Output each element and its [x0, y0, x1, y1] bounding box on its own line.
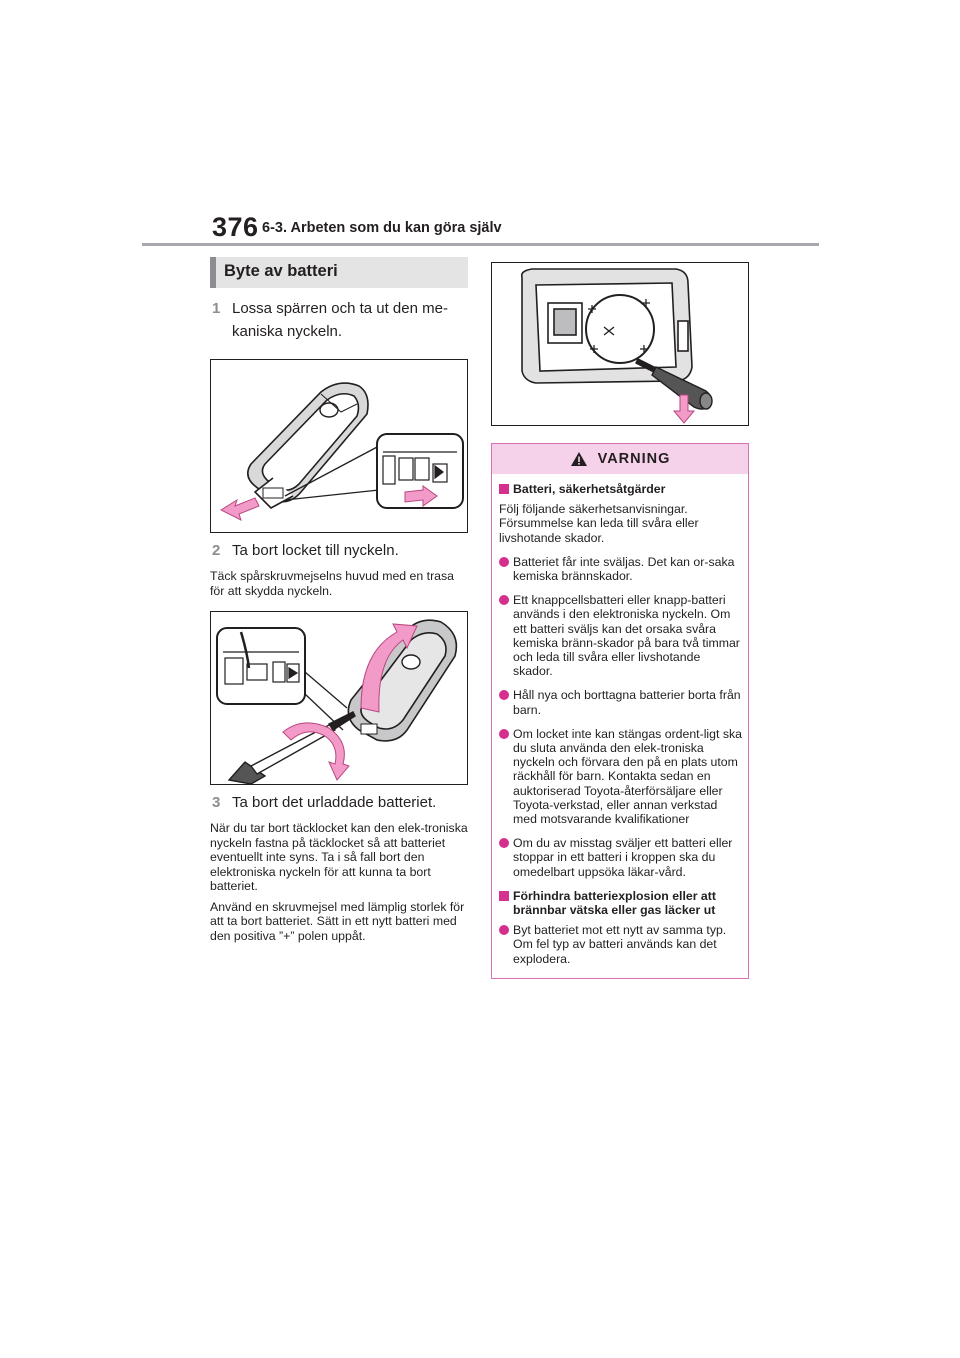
square-bullet-icon	[499, 890, 509, 901]
warning-subheading-1-text: Batteri, säkerhetsåtgärder	[513, 482, 666, 496]
left-column: Byte av batteri 1 Lossa spärren och ta u…	[210, 257, 468, 943]
warning-bullet-text: Ett knappcellsbatteri eller knapp-batter…	[513, 593, 740, 679]
step-2: 2 Ta bort locket till nyckeln.	[210, 539, 468, 562]
right-column: VARNING Batteri, säkerhetsåtgärder Följ …	[491, 262, 749, 979]
warning-bullet: Byt batteriet mot ett nytt av samma typ.…	[499, 923, 742, 966]
warning-bullet-text: Om du av misstag sväljer ett batteri ell…	[513, 836, 733, 879]
step-1-text: Lossa spärren och ta ut den me-kaniska n…	[232, 300, 448, 340]
warning-bullet: Om locket inte kan stängas ordent-ligt s…	[499, 727, 742, 826]
warning-bullet-text: Om locket inte kan stängas ordent-ligt s…	[513, 726, 742, 827]
warning-subheading-2: Förhindra batteriexplosion eller att brä…	[499, 889, 742, 917]
round-bullet-icon	[499, 925, 509, 936]
warning-bullet: Håll nya och borttagna batterier borta f…	[499, 688, 742, 717]
header-divider	[142, 243, 819, 246]
warning-bullet-text: Håll nya och borttagna batterier borta f…	[513, 688, 741, 717]
step-3-number: 3	[212, 794, 221, 811]
round-bullet-icon	[499, 690, 509, 701]
figure-battery	[491, 262, 749, 426]
round-bullet-icon	[499, 728, 509, 739]
warning-bullet: Om du av misstag sväljer ett batteri ell…	[499, 836, 742, 879]
heading-accent-bar	[210, 257, 216, 288]
section-title: 6-3. Arbeten som du kan göra själv	[262, 220, 502, 236]
warning-bullet-text: Byt batteriet mot ett nytt av samma typ.…	[513, 923, 727, 966]
step-2-number: 2	[212, 542, 221, 559]
heading-text: Byte av batteri	[224, 262, 338, 280]
step-2-text: Ta bort locket till nyckeln.	[232, 542, 399, 559]
warning-intro: Följ följande säkerhetsanvisningar. Förs…	[499, 502, 699, 545]
warning-bullet: Batteriet får inte sväljas. Det kan or-s…	[499, 555, 742, 583]
warning-subheading-1: Batteri, säkerhetsåtgärder	[499, 482, 742, 496]
round-bullet-icon	[499, 556, 509, 567]
warning-subheading-2-text: Förhindra batteriexplosion eller att brä…	[513, 888, 716, 918]
warning-title: VARNING	[597, 451, 671, 467]
cover-removal-illustration	[216, 619, 458, 785]
step-3-note-2: Använd en skruvmejsel med lämplig storle…	[210, 899, 465, 943]
warning-body: Batteri, säkerhetsåtgärder Följ följande…	[492, 474, 748, 978]
section-heading: Byte av batteri	[210, 257, 468, 288]
step-1-number: 1	[212, 300, 221, 317]
step-3-text: Ta bort det urladdade batteriet.	[232, 794, 437, 811]
warning-header: VARNING	[492, 444, 748, 474]
page-number: 376	[212, 212, 259, 242]
step-2-note: Täck spårskruvmejselns huvud med en tras…	[210, 569, 454, 598]
round-bullet-icon	[499, 838, 509, 849]
warning-triangle-icon	[570, 452, 587, 466]
warning-bullet: Ett knappcellsbatteri eller knapp-batter…	[499, 593, 742, 678]
step-3: 3 Ta bort det urladdade batteriet.	[210, 791, 468, 814]
square-bullet-icon	[499, 484, 509, 494]
step-3-note-1: När du tar bort täcklocket kan den elek-…	[210, 821, 468, 893]
battery-removal-illustration	[520, 268, 713, 424]
figure-mechanical-key	[210, 359, 468, 533]
warning-bullet-text: Batteriet får inte sväljas. Det kan or-s…	[513, 554, 735, 584]
key-release-illustration	[219, 382, 464, 521]
figure-remove-cover	[210, 611, 468, 785]
warning-box: VARNING Batteri, säkerhetsåtgärder Följ …	[491, 443, 749, 979]
step-1: 1 Lossa spärren och ta ut den me-kaniska…	[210, 297, 468, 343]
round-bullet-icon	[499, 595, 509, 606]
